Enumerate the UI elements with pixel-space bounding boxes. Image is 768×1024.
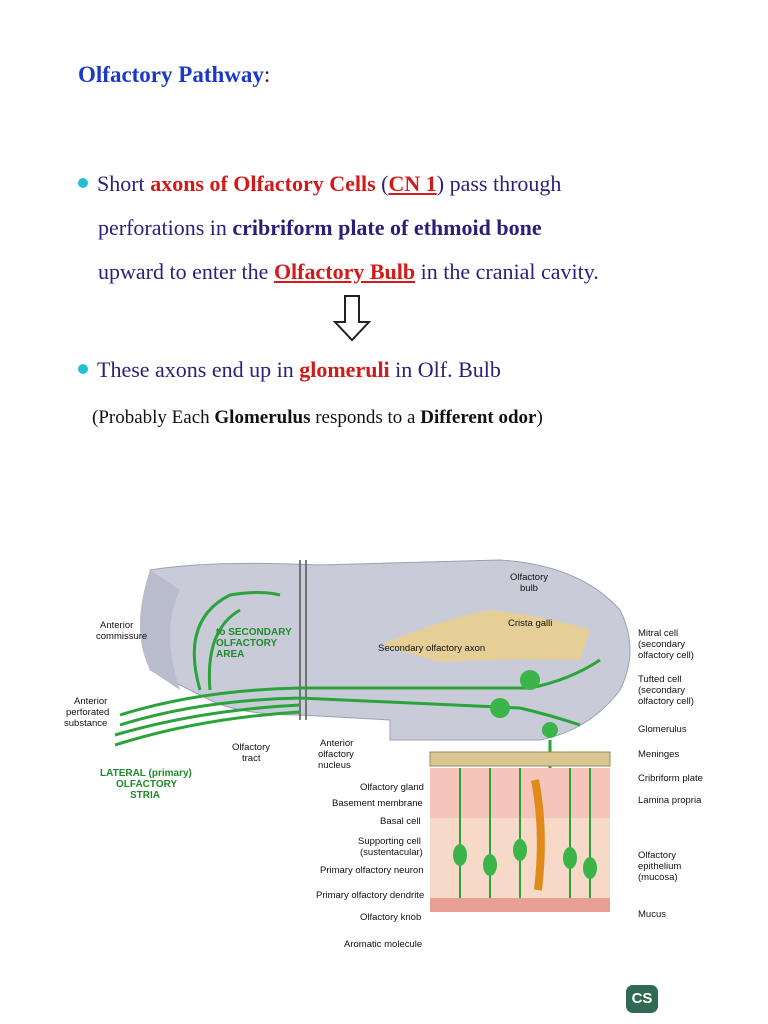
page-title: Olfactory Pathway: <box>78 62 271 87</box>
label-primary-neuron: Primary olfactory neuron <box>320 865 423 876</box>
label-lamina-propria: Lamina propria <box>638 795 702 806</box>
label-basal-cell: Basal cell <box>380 816 421 827</box>
bullet-axons: Short axons of Olfactory Cells (CN 1) pa… <box>78 162 599 294</box>
label-primary-dendrite: Primary olfactory dendrite <box>316 890 424 901</box>
camscanner-logo: CS <box>626 985 658 1013</box>
down-arrow-icon <box>332 295 372 342</box>
label-mucus: Mucus <box>638 909 666 920</box>
label-glomerulus: Glomerulus <box>638 724 687 735</box>
label-olfactory-knob: Olfactory knob <box>360 912 421 923</box>
label-aromatic-molecule: Aromatic molecule <box>344 939 422 950</box>
label-supporting-cell: Supporting cell(sustentacular) <box>358 836 423 858</box>
note-glomerulus: (Probably Each Glomerulus responds to a … <box>92 407 543 428</box>
bullet-glomeruli: These axons end up in glomeruli in Olf. … <box>78 348 501 392</box>
bullet-dot <box>78 178 88 188</box>
label-secondary-axon: Secondary olfactory axon <box>378 643 485 654</box>
bullet-dot <box>78 364 88 374</box>
label-basement-membrane: Basement membrane <box>332 798 423 809</box>
label-olfactory-gland: Olfactory gland <box>360 782 424 793</box>
label-crista-galli: Crista galli <box>508 618 552 629</box>
label-cribriform-plate: Cribriform plate <box>638 773 703 784</box>
label-meninges: Meninges <box>638 749 679 760</box>
